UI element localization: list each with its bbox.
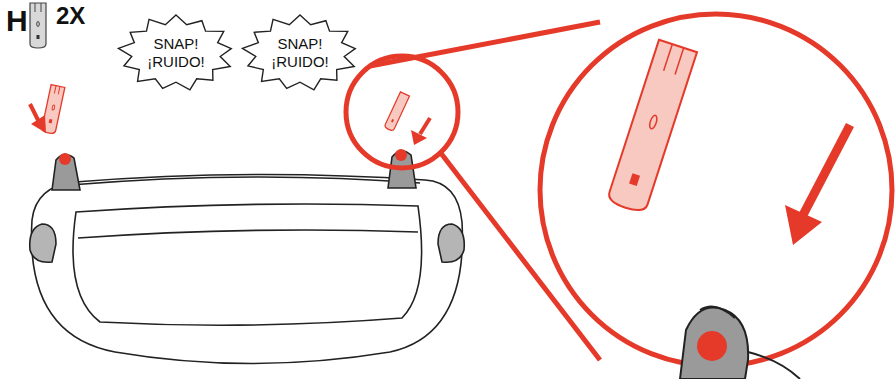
zoom-callout [346, 14, 892, 366]
sound-text: SNAP! ¡RUIDO! [268, 35, 332, 71]
sound-text: SNAP! ¡RUIDO! [144, 35, 208, 71]
post-detail [680, 306, 800, 379]
red-pin [384, 92, 410, 132]
red-pin [606, 40, 697, 214]
down-arrow [785, 125, 850, 245]
burst-shape [242, 15, 355, 90]
burst-shape [118, 15, 231, 90]
bassinet [30, 149, 465, 364]
sound-burst: SNAP! ¡RUIDO! [240, 13, 360, 93]
sound-burst: SNAP! ¡RUIDO! [116, 13, 236, 93]
part-icon [30, 3, 46, 48]
down-arrow [30, 104, 46, 133]
down-arrow [411, 118, 430, 145]
part-letter: H [6, 4, 28, 38]
quantity: 2X [56, 2, 85, 30]
